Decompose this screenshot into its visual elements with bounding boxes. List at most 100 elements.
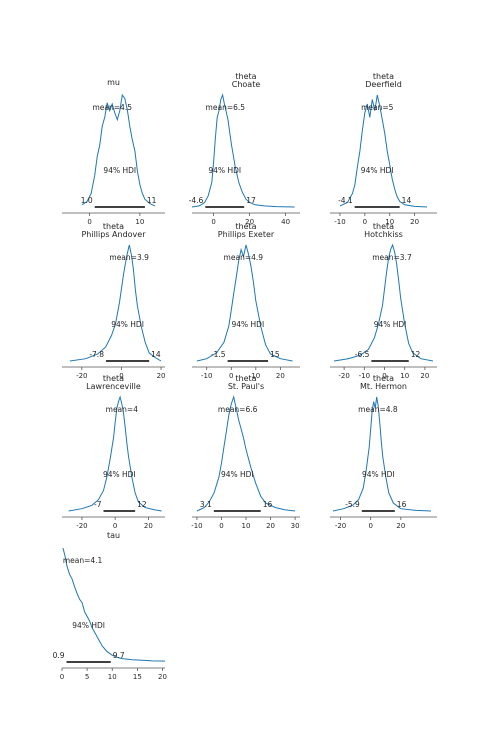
x-tick-label: 0 [87, 218, 91, 226]
hdi-low-label: -5.9 [345, 500, 360, 509]
panel-title: theta [373, 374, 394, 383]
panel-title: Lawrenceville [86, 382, 141, 391]
mean-label: mean=3.7 [372, 253, 412, 262]
mean-label: mean=4 [106, 405, 139, 414]
x-tick-label: 20 [157, 372, 166, 380]
x-tick-label: -20 [335, 522, 346, 530]
hdi-high-label: 17 [246, 196, 256, 205]
hdi-high-label: 9.7 [113, 651, 125, 660]
density-curve [333, 243, 434, 362]
panel-title: mu [107, 78, 120, 87]
panel-title: Phillips Andover [81, 230, 146, 239]
x-tick-label: 10 [385, 218, 394, 226]
hdi-label: 94% HDI [221, 470, 254, 479]
x-tick-label: 10 [242, 522, 251, 530]
hdi-low-label: -7.8 [89, 350, 104, 359]
panel-title: Deerfield [365, 80, 402, 89]
mean-label: mean=4.5 [93, 103, 133, 112]
hdi-high-label: 12 [137, 500, 147, 509]
x-tick-label: 10 [251, 372, 260, 380]
hdi-low-label: -4.6 [189, 196, 204, 205]
x-tick-label: 15 [133, 673, 142, 681]
x-tick-label: 0 [368, 522, 372, 530]
x-tick-label: 5 [85, 673, 89, 681]
mean-label: mean=5 [361, 103, 394, 112]
density-curve [191, 93, 295, 208]
hdi-high-label: 11 [147, 196, 157, 205]
x-tick-label: 20 [420, 372, 429, 380]
panel-title: St. Paul's [228, 382, 264, 391]
hdi-label: 94% HDI [111, 320, 144, 329]
x-tick-label: -10 [191, 522, 202, 530]
panel-title: Mt. Hermon [360, 382, 407, 391]
x-tick-label: 0 [113, 522, 117, 530]
x-tick-label: 10 [108, 673, 117, 681]
hdi-label: 94% HDI [374, 320, 407, 329]
x-tick-label: 40 [281, 218, 290, 226]
x-tick-label: -10 [359, 372, 370, 380]
density-curve [81, 93, 156, 207]
x-tick-label: -10 [334, 218, 345, 226]
x-tick-label: 0 [229, 372, 233, 380]
mean-label: mean=4.9 [224, 253, 264, 262]
x-tick-label: -20 [338, 372, 349, 380]
mean-label: mean=4.1 [63, 556, 103, 565]
panel-title: theta [103, 374, 124, 383]
density-curve [332, 396, 432, 512]
hdi-label: 94% HDI [231, 320, 264, 329]
x-tick-label: 0 [60, 673, 64, 681]
x-tick-label: -20 [76, 372, 87, 380]
hdi-low-label: -4.1 [338, 196, 353, 205]
x-tick-label: 30 [291, 522, 300, 530]
x-tick-label: 20 [396, 522, 405, 530]
hdi-label: 94% HDI [103, 470, 136, 479]
panel-title: theta [373, 72, 394, 81]
x-tick-label: 20 [276, 372, 285, 380]
density-curve [68, 395, 162, 512]
hdi-low-label: -6.5 [355, 350, 370, 359]
x-tick-label: 10 [135, 218, 144, 226]
x-tick-label: 20 [144, 522, 153, 530]
x-tick-label: 0 [382, 372, 386, 380]
panel-title: theta [235, 72, 256, 81]
x-tick-label: 0 [363, 218, 367, 226]
hdi-high-label: 15 [270, 350, 280, 359]
hdi-low-label: -7 [94, 500, 102, 509]
x-tick-label: -20 [76, 522, 87, 530]
panel-title: tau [107, 531, 120, 540]
x-tick-label: 20 [158, 673, 167, 681]
panel-title: Hotchkiss [364, 230, 403, 239]
panel-title: theta [235, 374, 256, 383]
panel-title: theta [103, 222, 124, 231]
density-curve [339, 94, 428, 208]
x-tick-label: 0 [211, 218, 215, 226]
hdi-label: 94% HDI [361, 166, 394, 175]
x-tick-label: 0 [219, 522, 223, 530]
hdi-label: 94% HDI [208, 166, 241, 175]
hdi-high-label: 16 [263, 500, 273, 509]
density-curve [69, 244, 162, 362]
density-curve [196, 395, 296, 512]
mean-label: mean=3.9 [109, 253, 149, 262]
x-tick-label: -10 [201, 372, 212, 380]
hdi-label: 94% HDI [72, 621, 105, 630]
mean-label: mean=6.5 [206, 103, 246, 112]
hdi-high-label: 14 [402, 196, 412, 205]
x-tick-label: 20 [245, 218, 254, 226]
density-curve [196, 244, 293, 362]
panel-title: theta [373, 222, 394, 231]
hdi-low-label: 1.0 [81, 196, 93, 205]
hdi-low-label: -1.5 [211, 350, 226, 359]
hdi-high-label: 14 [151, 350, 161, 359]
